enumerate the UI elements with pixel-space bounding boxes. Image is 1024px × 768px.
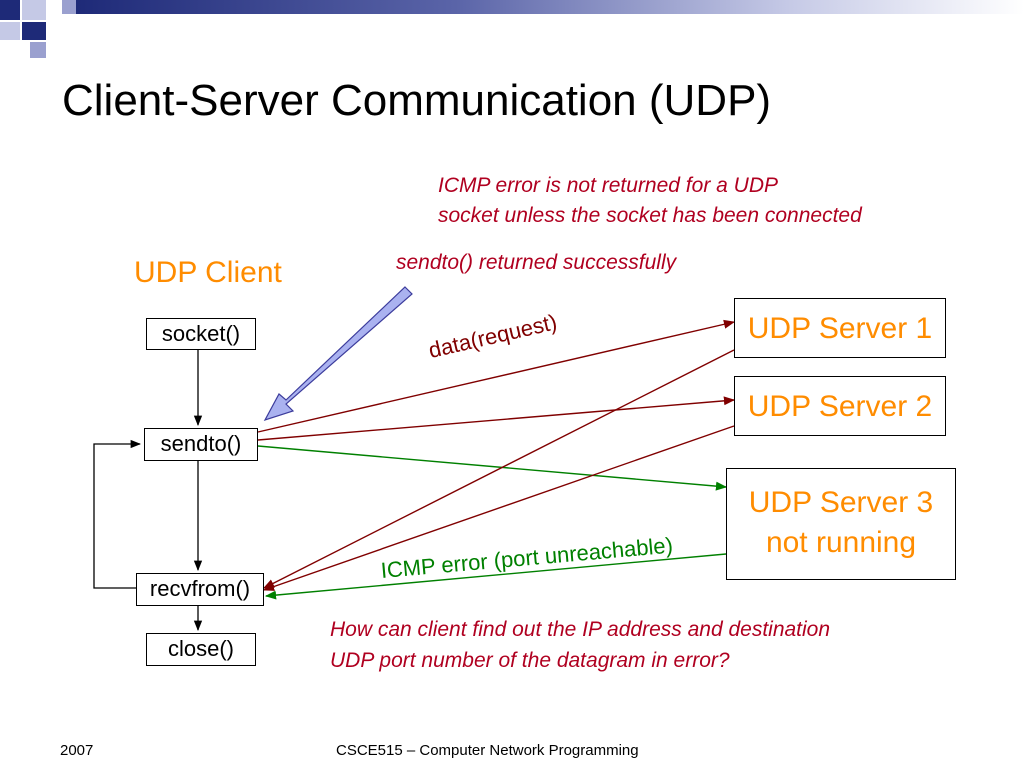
reply-arrow-server1	[263, 349, 735, 589]
reply-arrow-server2	[262, 425, 735, 591]
decor-square	[30, 42, 46, 58]
flow-loop-back	[93, 439, 142, 589]
udp-server3-box: UDP Server 3 not running	[726, 468, 956, 580]
sendto-box: sendto()	[144, 428, 258, 461]
udp-server2-box: UDP Server 2	[734, 376, 946, 436]
close-box: close()	[146, 633, 256, 666]
decor-square	[62, 0, 76, 14]
socket-box: socket()	[146, 318, 256, 350]
decor-square	[46, 0, 62, 14]
recvfrom-box: recvfrom()	[136, 573, 264, 606]
decor-bar	[76, 0, 1024, 14]
udp-server1-box: UDP Server 1	[734, 298, 946, 358]
footer-course: CSCE515 – Computer Network Programming	[336, 742, 639, 759]
icmp-note-line1: ICMP error is not returned for a UDP	[438, 174, 778, 197]
question-line1: How can client find out the IP address a…	[330, 618, 831, 641]
decor-square	[0, 0, 20, 20]
udp-server3-status: not running	[765, 526, 917, 559]
udp-server3-label: UDP Server 3	[748, 486, 934, 519]
sendto-success-note: sendto() returned successfully	[396, 251, 677, 274]
decor-square	[0, 22, 20, 40]
request-arrow-server2	[257, 396, 736, 441]
decor-square	[22, 0, 46, 20]
request-arrow-server3	[257, 445, 728, 491]
sendto-callout-arrow	[263, 286, 413, 422]
icmp-error-arrow	[264, 553, 727, 600]
decor-square	[22, 22, 46, 40]
icmp-note-line2: socket unless the socket has been connec…	[438, 204, 862, 227]
question-line2: UDP port number of the datagram in error…	[330, 649, 730, 672]
slide-title: Client-Server Communication (UDP)	[62, 76, 772, 125]
udp-client-label: UDP Client	[134, 256, 282, 289]
footer-year: 2007	[60, 742, 94, 759]
request-arrow-server1	[257, 319, 736, 433]
